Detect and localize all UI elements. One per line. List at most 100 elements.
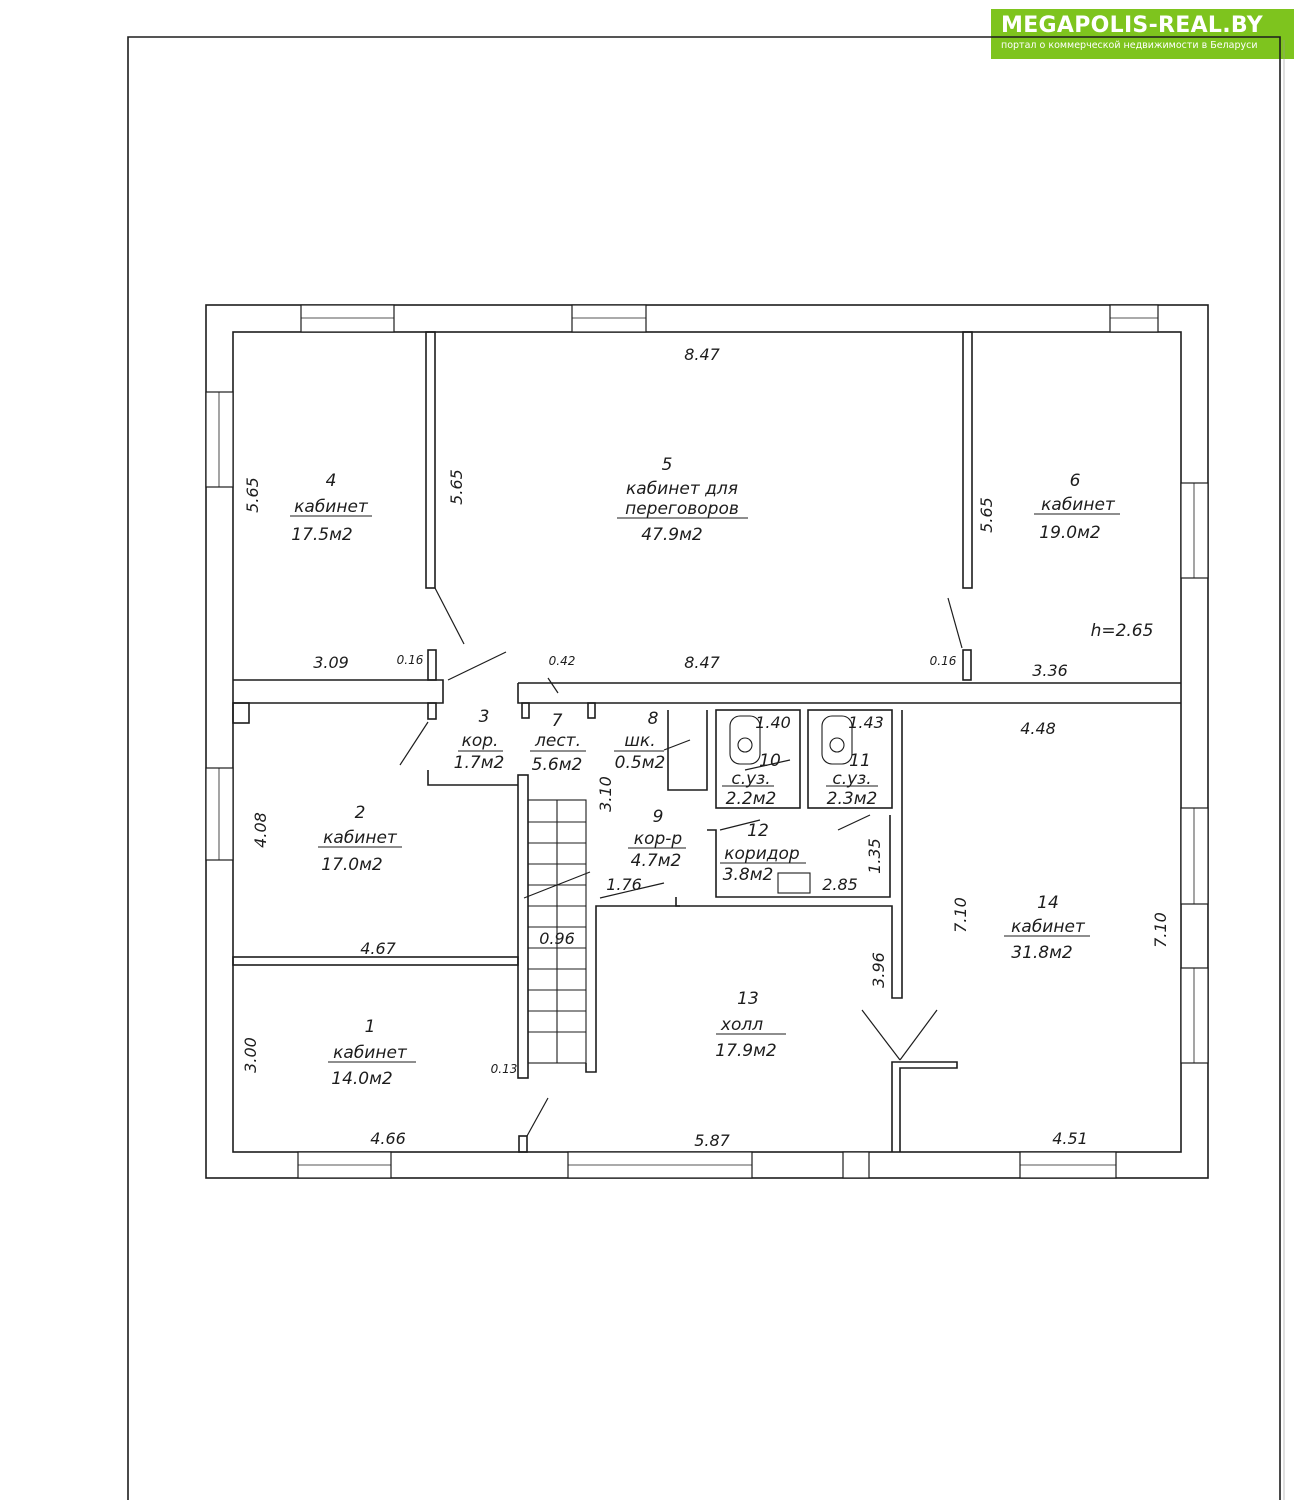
dim-r6-h: 5.65	[977, 497, 996, 533]
wc-11	[807, 709, 893, 809]
dim-r13-h: 3.96	[869, 952, 888, 988]
room-9-name: кор-р	[634, 829, 683, 849]
wc-10	[715, 709, 801, 809]
room-3-area: 1.7м2	[454, 753, 505, 773]
room-6-name: кабинет	[1041, 495, 1116, 515]
doors	[399, 587, 963, 1137]
room-10-name: с.уз.	[731, 769, 770, 789]
room-8-area: 0.5м2	[615, 753, 666, 773]
dim-wall-016-a: 0.16	[397, 653, 424, 667]
stair-wall-right	[585, 905, 680, 1073]
room-labels: 4 кабинет 17.5м2 5 кабинет для переговор…	[291, 455, 1153, 1089]
room-5-name2: переговоров	[625, 499, 739, 519]
cabinet-12-icon	[777, 872, 811, 894]
dim-r4-bottom: 3.09	[313, 653, 349, 672]
room-13-number: 13	[737, 989, 759, 1009]
room-7-name: лест.	[534, 731, 581, 751]
dim-r14-h-out: 7.10	[1151, 912, 1170, 948]
room-7-area: 5.6м2	[532, 755, 583, 775]
wall-corridor-bottom	[517, 683, 1181, 704]
dim-wall-042: 0.42	[549, 654, 576, 668]
stub-a	[521, 702, 530, 719]
wall-kor-3	[427, 770, 518, 786]
dim-r11-w: 1.43	[848, 713, 884, 732]
toilet-11-icon	[821, 715, 853, 765]
dim-r2-bottom: 4.67	[360, 939, 396, 958]
wall-upper-left	[233, 679, 444, 704]
dim-r5-bottom: 8.47	[684, 653, 720, 672]
room-8-name: шк.	[624, 731, 655, 751]
logo-name: MEGAPOLIS-REAL.BY	[1001, 13, 1263, 38]
dim-stair-w: 0.96	[539, 929, 575, 948]
window-glazing	[218, 317, 1195, 1166]
dim-r10-w: 1.40	[755, 713, 791, 732]
room-9-number: 9	[653, 807, 664, 827]
dim-r1-h: 3.00	[241, 1037, 260, 1073]
dim-r14-top: 4.48	[1020, 719, 1056, 738]
dim-wall-016-b: 0.16	[930, 654, 957, 668]
dim-r13-bottom: 5.87	[694, 1131, 730, 1150]
room-5-number: 5	[662, 455, 673, 475]
dim-wall-013: 0.13	[491, 1062, 518, 1076]
room-6-number: 6	[1070, 471, 1081, 491]
dim-r14-bottom: 4.51	[1052, 1129, 1088, 1148]
stair-wall-left	[517, 774, 529, 1079]
partition-1-2	[232, 956, 519, 966]
stub-c	[427, 702, 437, 720]
room-14-name: кабинет	[1011, 917, 1086, 937]
room-1-name: кабинет	[333, 1043, 408, 1063]
dim-r5-left-h: 5.65	[447, 469, 466, 505]
stub-d	[232, 702, 250, 724]
wall-14-left	[675, 710, 903, 999]
room-2-name: кабинет	[323, 828, 398, 848]
room-3-number: 3	[479, 707, 490, 727]
label-underlines	[290, 513, 1120, 1063]
logo-tagline: портал о коммерческой недвижимости в Бел…	[1001, 40, 1258, 51]
room-5-area: 47.9м2	[641, 525, 703, 545]
staircase	[523, 799, 591, 1064]
room-3-name: кор.	[462, 731, 499, 751]
room-10-area: 2.2м2	[726, 789, 777, 809]
partition-4-5	[425, 331, 436, 589]
room-8-number: 8	[648, 709, 659, 729]
ceiling-height: h=2.65	[1091, 621, 1154, 641]
dim-r9-w: 1.76	[606, 875, 642, 894]
corridor-12-walls	[707, 815, 891, 898]
dim-r4-h: 5.65	[243, 477, 262, 513]
dim-r1-bottom: 4.66	[370, 1129, 406, 1148]
room-9-area: 4.7м2	[631, 851, 682, 871]
dim-r12-h: 1.35	[865, 838, 884, 874]
room-2-number: 2	[355, 803, 366, 823]
room-12-area: 3.8м2	[723, 865, 774, 885]
room-14-area: 31.8м2	[1011, 943, 1073, 963]
room-10-number: 10	[759, 751, 781, 771]
room-14-number: 14	[1037, 893, 1059, 913]
partition-stub-b	[962, 649, 972, 681]
room-11-name: с.уз.	[832, 769, 871, 789]
site-logo: MEGAPOLIS-REAL.BY портал о коммерческой …	[991, 9, 1294, 59]
dim-r9-h: 3.10	[596, 776, 615, 812]
room-12-name: коридор	[724, 844, 800, 864]
dim-r2-h: 4.08	[251, 812, 270, 848]
door-stub-1	[518, 1135, 528, 1153]
partition-stub-a	[427, 649, 437, 681]
dim-r6-bottom: 3.36	[1032, 661, 1068, 680]
room-11-number: 11	[849, 751, 871, 771]
dim-r12-w: 2.85	[822, 875, 858, 894]
room-5-name: кабинет для	[626, 479, 738, 499]
room-12-number: 12	[747, 821, 769, 841]
room-1-area: 14.0м2	[331, 1069, 393, 1089]
partition-5-6	[962, 331, 973, 589]
sheet-frame	[127, 36, 1285, 1500]
room-13-name: холл	[720, 1015, 763, 1035]
room-13-area: 17.9м2	[715, 1041, 777, 1061]
dim-r14-h-in: 7.10	[951, 897, 970, 933]
toilet-10-icon	[729, 715, 761, 765]
room-6-area: 19.0м2	[1039, 523, 1101, 543]
room-11-area: 2.3м2	[827, 789, 878, 809]
wall-closet-8	[667, 710, 708, 791]
room-4-name: кабинет	[294, 497, 369, 517]
dim-r5-top: 8.47	[684, 345, 720, 364]
wall-14-bottom-left	[891, 1061, 958, 1152]
